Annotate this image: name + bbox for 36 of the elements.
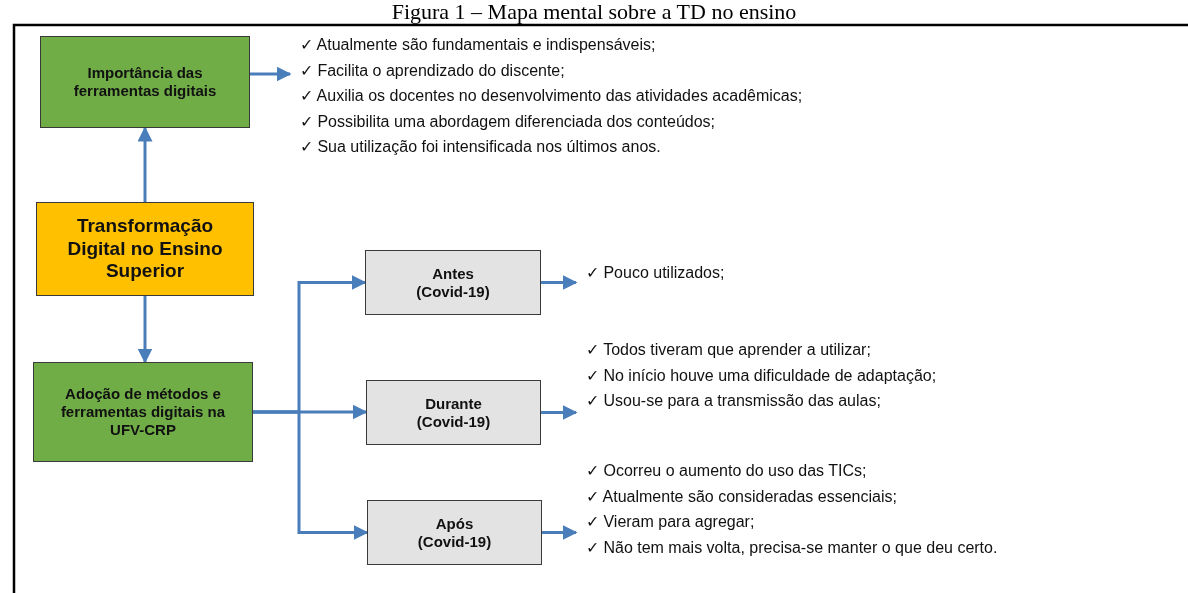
bullet-item: ✓ Sua utilização foi intensificada nos últimos anos. — [300, 137, 661, 157]
period-box — [366, 380, 541, 445]
arrow — [541, 275, 578, 290]
bullet-item: ✓ Atualmente são fundamentais e indispensáveis; — [300, 35, 656, 55]
period-box — [365, 250, 541, 315]
box-label: Durante — [425, 394, 482, 413]
bullet-item: ✓ Atualmente são consideradas essenciais; — [586, 486, 897, 507]
bullet-item: ✓ Pouco utilizados; — [586, 263, 725, 283]
bullet-item: ✓ Facilita o aprendizado do discente; — [300, 60, 565, 81]
bullet-item: ✓ Usou-se para a transmissão das aulas; — [586, 391, 881, 411]
central-topic-box — [36, 202, 254, 296]
box-label: (Covid-19) — [417, 532, 492, 551]
bullet-item: ✓ Ocorreu o aumento do uso das TICs; — [586, 461, 867, 481]
bullet-item: ✓ Todos tiveram que aprender a utilizar; — [586, 340, 871, 360]
box-label: Após — [435, 514, 474, 533]
arrow — [250, 66, 292, 82]
arrow — [137, 296, 153, 364]
arrow — [541, 405, 578, 420]
period-box — [367, 500, 542, 565]
box-label: Adoção de métodos e ferramentas digitais na UFV-CRP — [59, 385, 227, 439]
bullet-item: ✓ Auxilia os docentes no desenvolvimento das atividades acadêmicas; — [300, 86, 803, 106]
figure-title: Figura 1 – Mapa mental sobre a TD no ensino — [390, 0, 798, 24]
bullet-item: ✓ Possibilita uma abordagem diferenciada dos conteúdos; — [300, 111, 716, 132]
bullet-item: ✓ Não tem mais volta, precisa-se manter o que deu certo. — [586, 537, 998, 558]
arrow — [253, 410, 369, 540]
topic-box — [33, 362, 253, 462]
box-label: Transformação Digital no Ensino Superior — [66, 214, 224, 284]
arrow — [137, 126, 153, 202]
arrow — [542, 525, 578, 540]
box-label: Antes — [432, 264, 474, 283]
bullet-item: ✓ No início houve uma dificuldade de adaptação; — [586, 365, 937, 386]
topic-box — [40, 36, 250, 128]
bullet-item: ✓ Vieram para agregar; — [586, 512, 755, 532]
box-label: (Covid-19) — [416, 282, 490, 301]
box-label: (Covid-19) — [416, 412, 491, 431]
box-label: Importância das ferramentas digitais — [72, 64, 218, 100]
